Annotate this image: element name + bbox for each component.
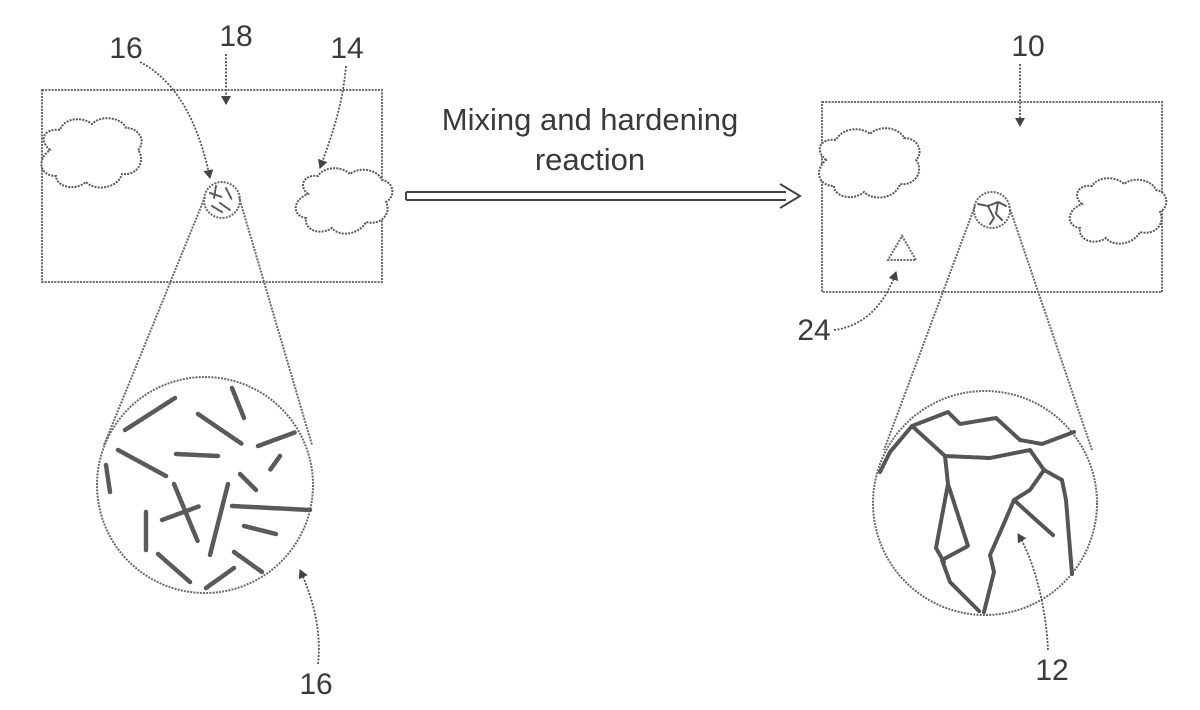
filler-particle-left	[818, 127, 921, 199]
network-chain	[1018, 430, 1076, 446]
hardened-composite-box	[821, 101, 1163, 293]
fiber-rod	[231, 549, 265, 575]
post-reaction-panel	[818, 101, 1168, 616]
short-fibers	[103, 385, 313, 591]
fiber-rod	[229, 503, 313, 513]
process-label-line2: reaction	[535, 142, 645, 177]
void-triangle	[886, 234, 918, 261]
fiber-rod	[159, 503, 203, 523]
fiber-rod	[203, 565, 237, 591]
fiber-particle-small	[203, 181, 241, 219]
ref-16-bottom: 16	[299, 668, 332, 701]
network-chain	[910, 424, 1032, 460]
leader-12	[1017, 533, 1049, 651]
ref-24: 24	[797, 314, 830, 347]
fiber-rod	[207, 481, 231, 558]
ref-10: 10	[1011, 30, 1044, 63]
network-chain	[1042, 468, 1074, 576]
process-label-line1: Mixing and hardening	[442, 102, 738, 137]
fiber-rod	[267, 453, 283, 473]
fiber-rod	[122, 395, 178, 433]
reference-labels: 16 18 14 10 24 16 12	[109, 20, 1068, 701]
network-chain	[934, 482, 950, 564]
filler-particle-right	[1068, 177, 1168, 245]
fiber-rod	[115, 447, 169, 479]
network-chain	[878, 410, 1022, 474]
network-chain	[940, 454, 982, 614]
network-particle-small-lines	[977, 201, 1007, 225]
magnify-cone-right-edge	[1008, 205, 1093, 451]
network-chain	[982, 498, 1016, 614]
fiber-rod	[229, 385, 247, 421]
network-chain	[1012, 498, 1056, 538]
fiber-rod	[173, 451, 221, 459]
pre-reaction-panel	[40, 89, 394, 594]
ref-18: 18	[219, 20, 252, 53]
fiber-rod	[255, 429, 299, 449]
fiber-inset-circle	[96, 376, 314, 594]
process-arrow-group: Mixing and hardening reaction	[405, 102, 802, 209]
leader-16-bottom	[298, 569, 320, 665]
leader-16-top	[139, 61, 214, 179]
fiber-rod	[241, 523, 279, 537]
fiber-rod	[155, 551, 193, 585]
fiber-particle-small-rods	[209, 185, 233, 213]
ref-16-top: 16	[109, 32, 142, 65]
ref-12: 12	[1035, 654, 1068, 687]
fiber-rod	[103, 462, 113, 495]
fiber-network	[878, 410, 1076, 614]
leader-24	[833, 271, 899, 331]
leader-14	[317, 65, 347, 169]
magnify-cone-left-edge	[103, 196, 206, 446]
network-inset-circle	[872, 390, 1098, 616]
magnify-cone-left-edge	[883, 205, 976, 451]
fiber-rod	[195, 411, 245, 447]
magnify-cone-right-edge	[238, 196, 313, 446]
network-chain	[1012, 448, 1046, 502]
fiber-rod	[237, 471, 259, 493]
filler-particle-left	[40, 117, 143, 189]
ref-14: 14	[330, 32, 363, 65]
filler-particle-right	[294, 167, 394, 235]
process-arrow	[405, 183, 802, 209]
